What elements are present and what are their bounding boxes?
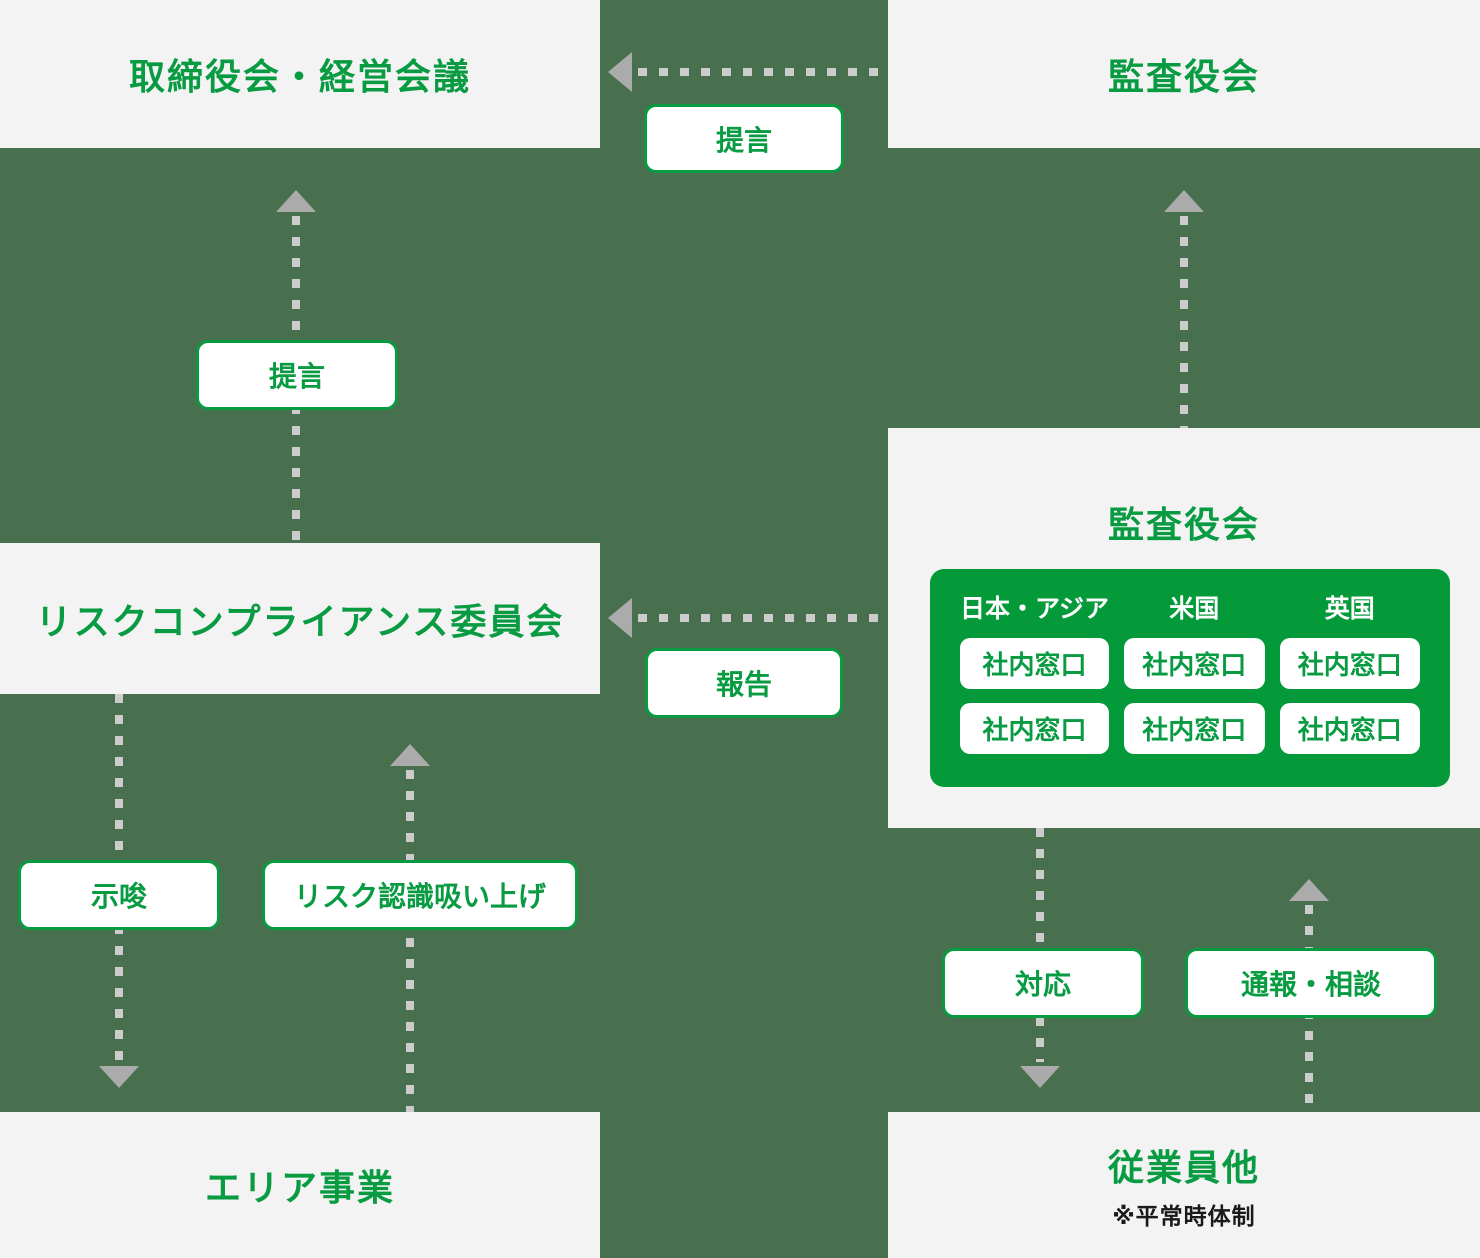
internal-contact-button: 社内窓口 [1279, 638, 1420, 689]
arrowhead-up-icon [390, 744, 430, 766]
node-board-of-directors: 取締役会・経営会議 [0, 0, 600, 148]
internal-contact-button: 社内窓口 [1124, 703, 1265, 754]
region-header-usa: 米国 [1169, 594, 1220, 623]
node-employees-title: 従業員他 [1107, 1147, 1260, 1188]
arrowhead-up-icon [1164, 190, 1204, 212]
node-risk-committee-title: リスクコンプライアンス委員会 [35, 600, 565, 642]
arrowhead-left-icon [608, 52, 632, 92]
dotted-line-audit-to-board [638, 68, 888, 76]
dotted-line-audit-to-employees [1036, 828, 1044, 1062]
internal-contact-button: 社内窓口 [1279, 703, 1420, 754]
node-area-business: エリア事業 [0, 1112, 600, 1258]
arrowhead-up-icon [276, 190, 316, 212]
internal-contact-button: 社内窓口 [960, 703, 1110, 754]
dotted-line-audit-to-committee [638, 614, 888, 622]
internal-contact-button: 社内窓口 [960, 638, 1110, 689]
arrow-label-proposal-mid: 提言 [196, 340, 398, 410]
arrowhead-left-icon [608, 598, 632, 638]
arrow-label-whistleblowing-consultation: 通報・相談 [1185, 948, 1437, 1018]
region-header-japan-asia: 日本・アジア [960, 594, 1110, 623]
arrowhead-down-icon [1020, 1066, 1060, 1088]
arrow-label-risk-pickup: リスク認識吸い上げ [262, 860, 578, 930]
node-audit-board-mid: 監査役会 日本・アジア 米国 英国 社内窓口 社内窓口 社内窓口 社内窓口 社内… [888, 428, 1480, 828]
regional-contacts-panel: 日本・アジア 米国 英国 社内窓口 社内窓口 社内窓口 社内窓口 社内窓口 社内… [930, 569, 1450, 787]
region-header-uk: 英国 [1324, 594, 1375, 623]
arrow-label-report: 報告 [645, 648, 843, 718]
dotted-line-auditmid-to-audittop [1180, 216, 1188, 428]
node-audit-top-title: 監査役会 [1107, 56, 1260, 97]
node-employees: 従業員他 ※平常時体制 [888, 1112, 1480, 1258]
node-audit-board-top: 監査役会 [888, 0, 1480, 148]
arrowhead-down-icon [99, 1066, 139, 1088]
node-area-title: エリア事業 [204, 1167, 395, 1208]
node-audit-mid-title: 監査役会 [1107, 504, 1260, 545]
arrowhead-up-icon [1289, 879, 1329, 901]
dotted-line-area-to-committee [406, 770, 414, 1112]
arrow-label-suggestion: 示唆 [18, 860, 220, 930]
arrow-label-proposal-top: 提言 [644, 104, 844, 173]
node-board-title: 取締役会・経営会議 [128, 56, 471, 97]
normal-time-structure-note: ※平常時体制 [1112, 1203, 1256, 1229]
internal-contact-button: 社内窓口 [1124, 638, 1265, 689]
node-risk-compliance-committee: リスクコンプライアンス委員会 [0, 543, 600, 694]
arrow-label-response: 対応 [942, 948, 1144, 1018]
